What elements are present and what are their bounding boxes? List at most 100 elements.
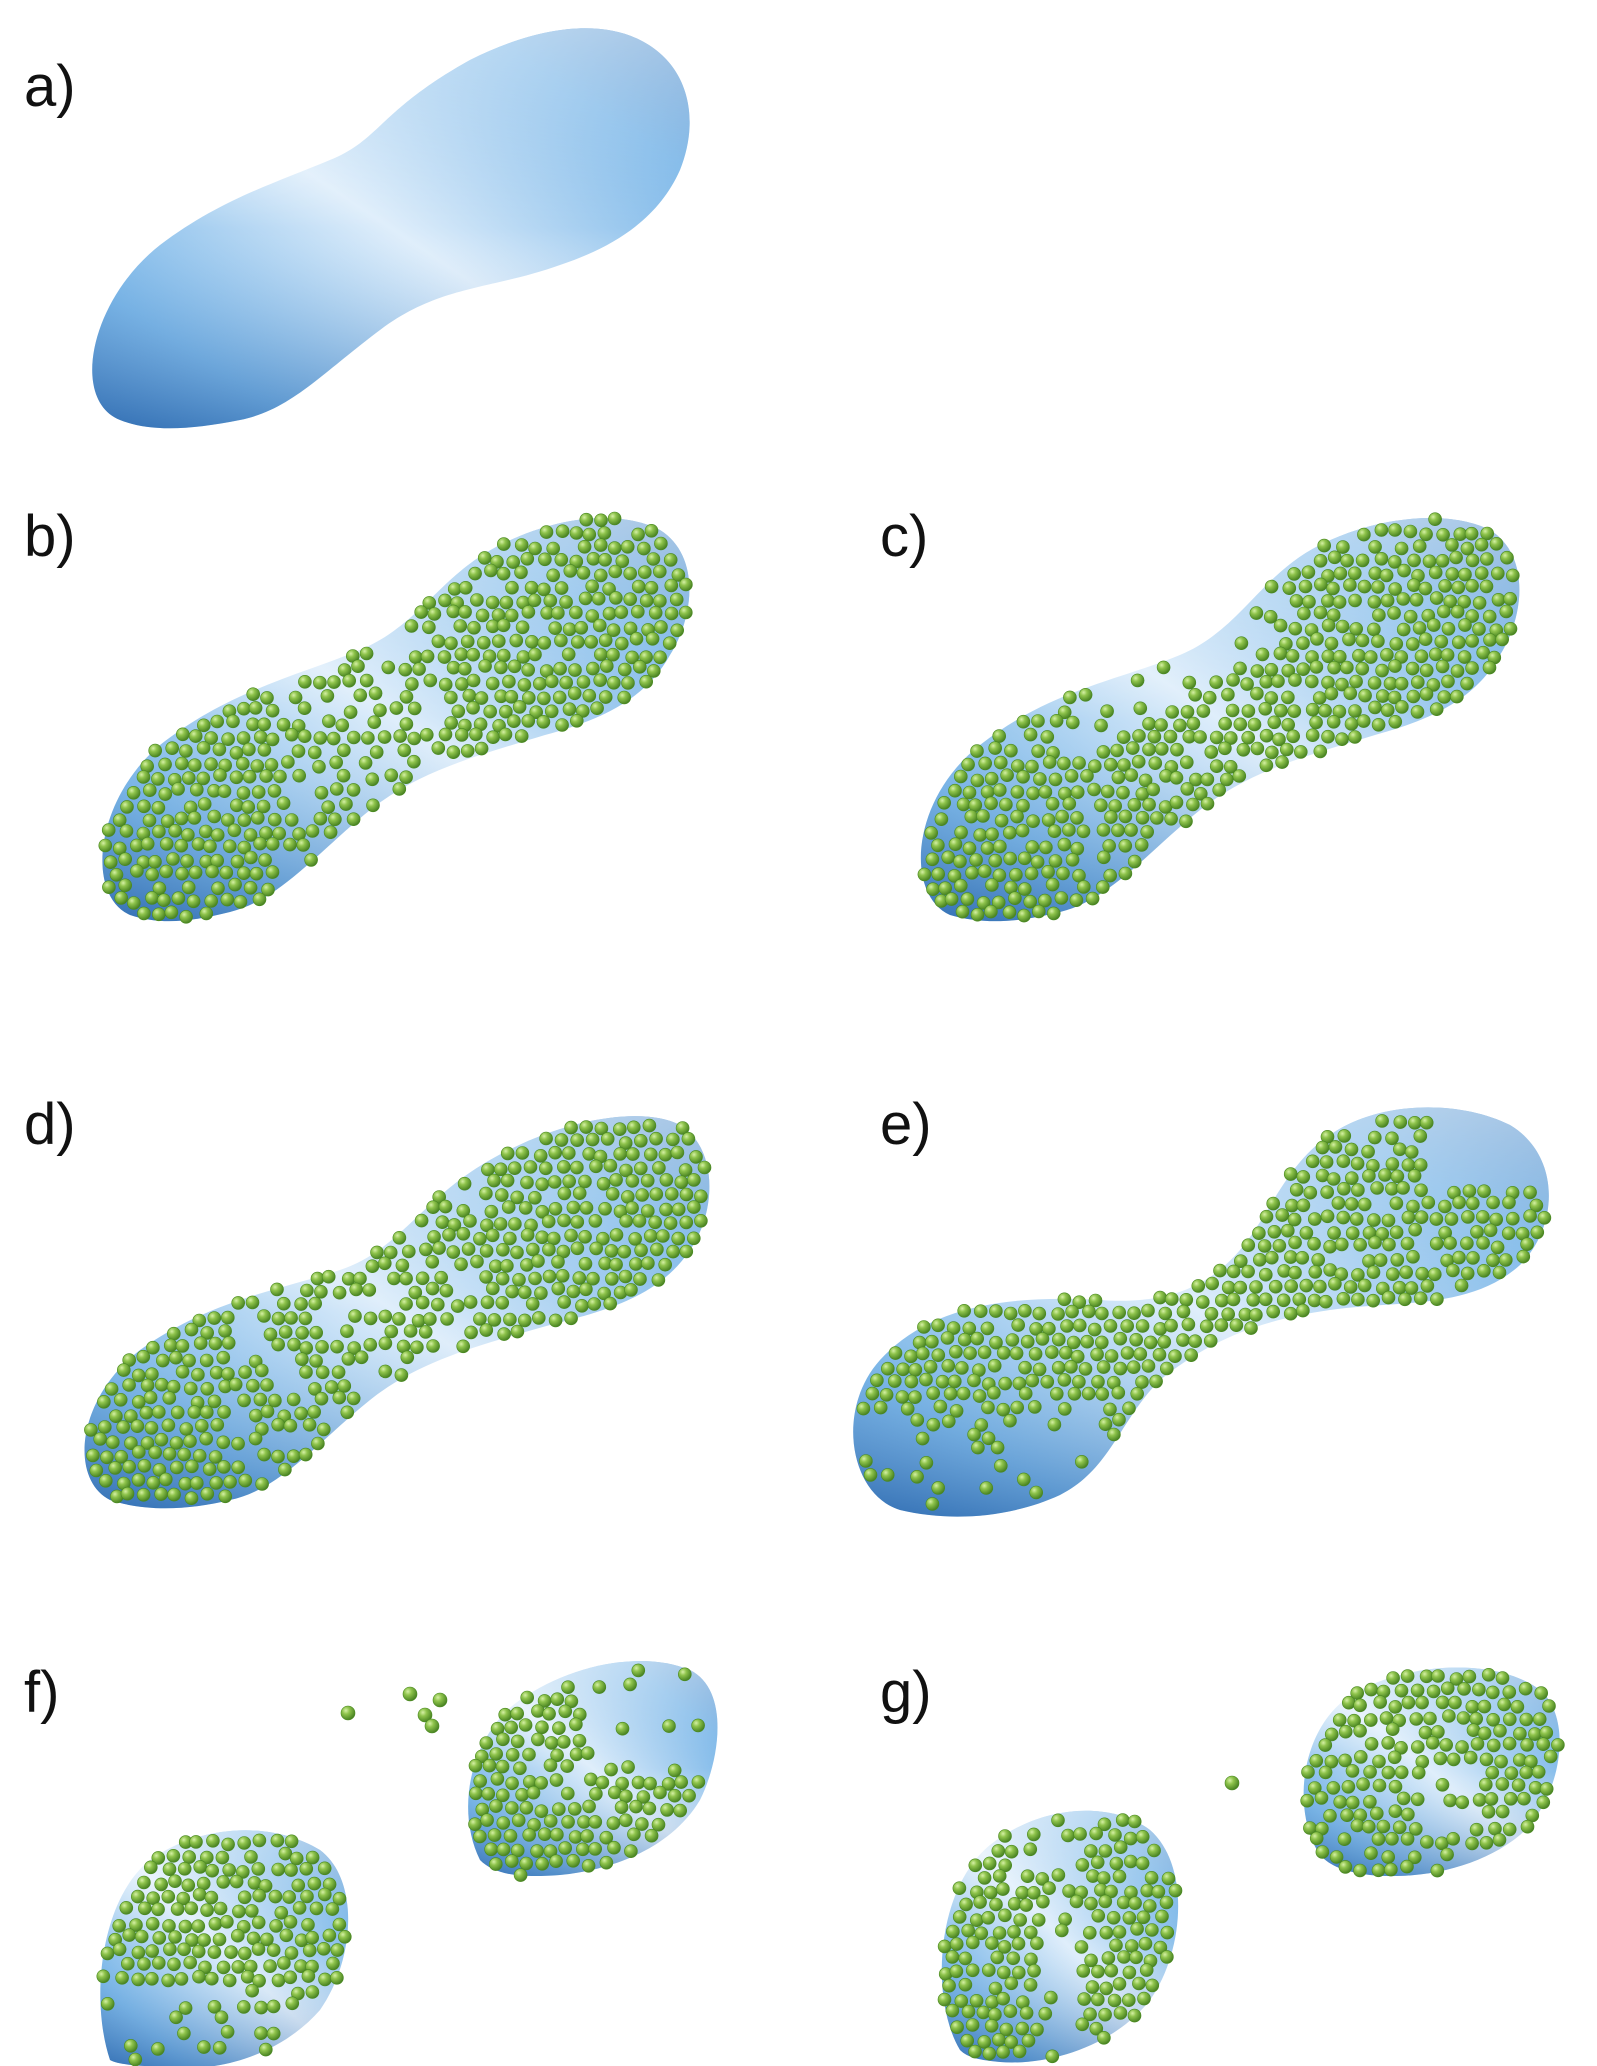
protein-bead xyxy=(1429,1236,1444,1251)
protein-bead xyxy=(318,1972,332,1987)
protein-bead xyxy=(187,1405,202,1419)
protein-bead xyxy=(1064,1360,1078,1374)
protein-bead xyxy=(1326,581,1340,596)
protein-bead xyxy=(221,1336,236,1350)
protein-bead xyxy=(243,828,258,842)
protein-bead xyxy=(170,1405,185,1420)
protein-bead xyxy=(223,1475,237,1489)
protein-bead xyxy=(161,1973,175,1988)
protein-bead xyxy=(1388,1700,1403,1714)
protein-bead xyxy=(1368,540,1382,554)
protein-bead xyxy=(1104,810,1118,824)
protein-bead xyxy=(1356,714,1371,728)
protein-bead xyxy=(596,1231,610,1246)
protein-bead xyxy=(637,565,652,580)
protein-bead xyxy=(551,1281,566,1296)
protein-bead xyxy=(530,1844,544,1858)
protein-bead xyxy=(585,579,600,594)
protein-bead xyxy=(575,704,590,718)
protein-bead xyxy=(1199,1319,1214,1334)
protein-bead xyxy=(590,701,604,716)
protein-bead xyxy=(146,1476,161,1490)
protein-bead xyxy=(1368,1130,1382,1145)
protein-bead xyxy=(1440,1847,1454,1862)
protein-bead xyxy=(557,1213,571,1228)
protein-bead xyxy=(1012,1376,1027,1391)
protein-bead xyxy=(1143,1335,1158,1350)
protein-bead xyxy=(1374,551,1389,566)
protein-bead xyxy=(1118,809,1133,824)
protein-bead xyxy=(266,1999,281,2014)
protein-bead xyxy=(510,1324,525,1339)
protein-bead xyxy=(1314,1791,1329,1805)
protein-bead xyxy=(1386,1267,1400,1281)
protein-bead xyxy=(1372,1778,1387,1793)
protein-bead xyxy=(561,1146,576,1160)
protein-bead xyxy=(658,1257,673,1272)
protein-bead xyxy=(623,566,638,581)
protein-bead xyxy=(122,1460,136,1474)
protein-bead xyxy=(1412,621,1427,635)
protein-bead xyxy=(1518,1681,1533,1696)
protein-bead xyxy=(442,1228,456,1242)
protein-bead xyxy=(341,1352,356,1366)
protein-bead xyxy=(1386,1671,1400,1685)
protein-bead xyxy=(251,1915,266,1930)
protein-bead xyxy=(1532,1712,1547,1726)
protein-bead xyxy=(1272,1239,1287,1253)
protein-bead xyxy=(392,782,407,796)
protein-bead xyxy=(1233,1280,1248,1295)
protein-bead xyxy=(1276,1293,1291,1308)
protein-bead xyxy=(481,1787,496,1801)
protein-bead xyxy=(958,1951,973,1966)
protein-bead xyxy=(1129,1333,1143,1347)
protein-bead xyxy=(1122,1401,1136,1416)
protein-bead xyxy=(1054,891,1069,905)
protein-bead xyxy=(1445,538,1459,552)
protein-bead xyxy=(1004,1976,1019,1991)
protein-bead xyxy=(204,894,218,908)
protein-bead xyxy=(378,1336,393,1351)
protein-bead xyxy=(1313,744,1328,759)
protein-bead xyxy=(1400,1236,1415,1251)
protein-bead xyxy=(1084,1896,1098,1911)
protein-bead xyxy=(177,1942,191,1957)
protein-bead xyxy=(325,1902,340,1916)
protein-bead xyxy=(580,1746,595,1760)
protein-bead xyxy=(560,1786,575,1801)
protein-bead xyxy=(305,824,320,838)
panel-label-c: c) xyxy=(880,504,929,569)
protein-bead xyxy=(546,541,561,556)
protein-bead xyxy=(493,1217,508,1231)
protein-bead xyxy=(161,1418,176,1433)
protein-bead xyxy=(506,555,521,569)
protein-bead xyxy=(1138,773,1153,788)
protein-bead xyxy=(925,1334,939,1349)
protein-bead xyxy=(574,620,589,635)
protein-bead xyxy=(468,1758,483,1773)
protein-bead xyxy=(1340,553,1354,568)
protein-bead xyxy=(1485,1765,1500,1780)
protein-bead xyxy=(177,1447,191,1462)
protein-bead xyxy=(1224,1775,1240,1791)
protein-bead xyxy=(586,661,600,676)
protein-bead xyxy=(520,1690,535,1705)
protein-bead xyxy=(1182,675,1197,690)
protein-bead xyxy=(1252,1226,1266,1240)
protein-bead xyxy=(1441,621,1456,636)
protein-bead xyxy=(558,1704,573,1719)
protein-bead xyxy=(1326,714,1341,729)
protein-bead xyxy=(1204,1307,1219,1321)
protein-bead xyxy=(1249,1308,1263,1322)
protein-bead xyxy=(691,1775,706,1789)
protein-bead xyxy=(505,1748,520,1762)
protein-bead xyxy=(1225,703,1240,718)
protein-bead xyxy=(496,537,511,551)
protein-bead xyxy=(937,1992,952,2007)
protein-bead xyxy=(1051,1307,1065,1321)
protein-bead xyxy=(1153,1940,1168,1955)
protein-bead xyxy=(1392,1280,1407,1295)
protein-bead xyxy=(1117,1950,1131,1964)
protein-bead xyxy=(989,1897,1003,1912)
protein-bead xyxy=(184,1381,198,1396)
